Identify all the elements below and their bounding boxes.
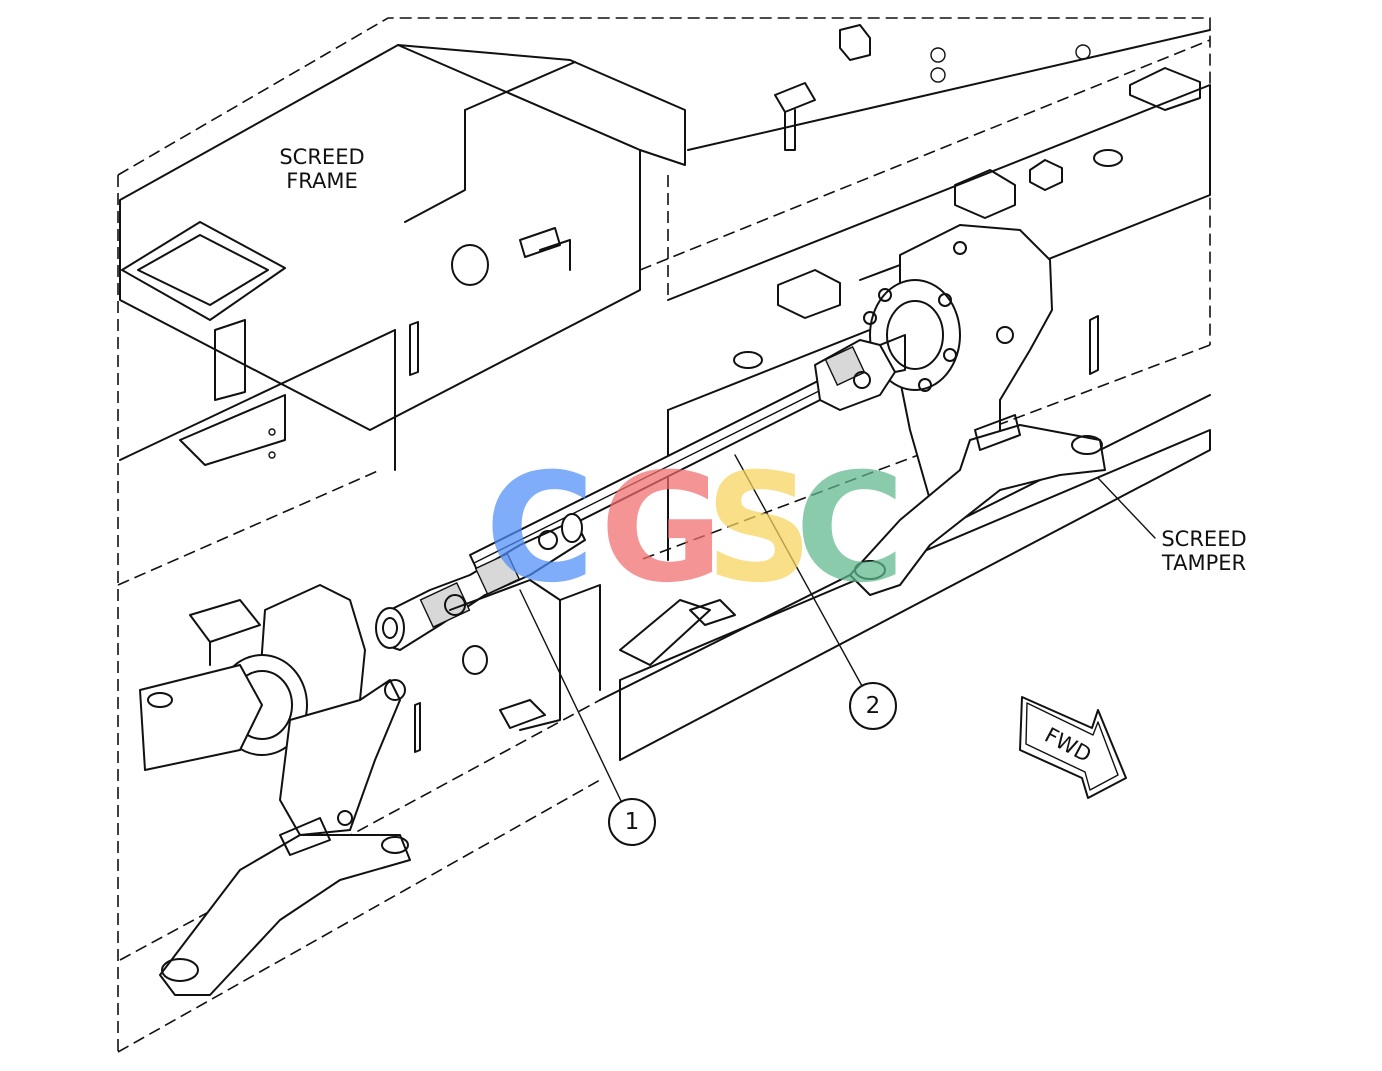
leader-line-tamper [1097,477,1156,539]
cgsc-watermark-logo: C G S C [485,442,905,616]
watermark-letter-s: S [705,442,813,616]
right-frame-rail [667,24,1211,561]
left-gearbox-housing [139,584,366,771]
left-tamper-arm [159,679,411,996]
callout-2: 2 [849,682,897,730]
watermark-letter-c2: C [795,442,905,616]
watermark-letter-g: G [600,442,723,616]
right-tamper-arm [849,399,1106,596]
right-universal-joint [814,334,906,411]
screed-frame-label-line1: SCREED [279,145,364,169]
leader-line-2 [734,454,863,687]
center-bracket [414,579,736,753]
callout-1-number: 1 [625,809,640,835]
left-universal-joint [375,513,586,651]
watermark-letter-c1: C [485,442,595,616]
screed-tamper-label-line2: TAMPER [1161,551,1246,575]
callout-1: 1 [608,798,656,846]
forward-arrow-icon: FWD [1019,696,1127,799]
right-gearbox-housing [859,224,1053,501]
screed-tamper-label-line1: SCREED [1161,527,1246,551]
callout-2-number: 2 [866,693,881,719]
screed-frame-label-line2: FRAME [286,169,358,193]
screed-frame-housing [119,44,686,471]
leader-lines [519,454,1156,804]
leader-line-1 [519,589,623,804]
